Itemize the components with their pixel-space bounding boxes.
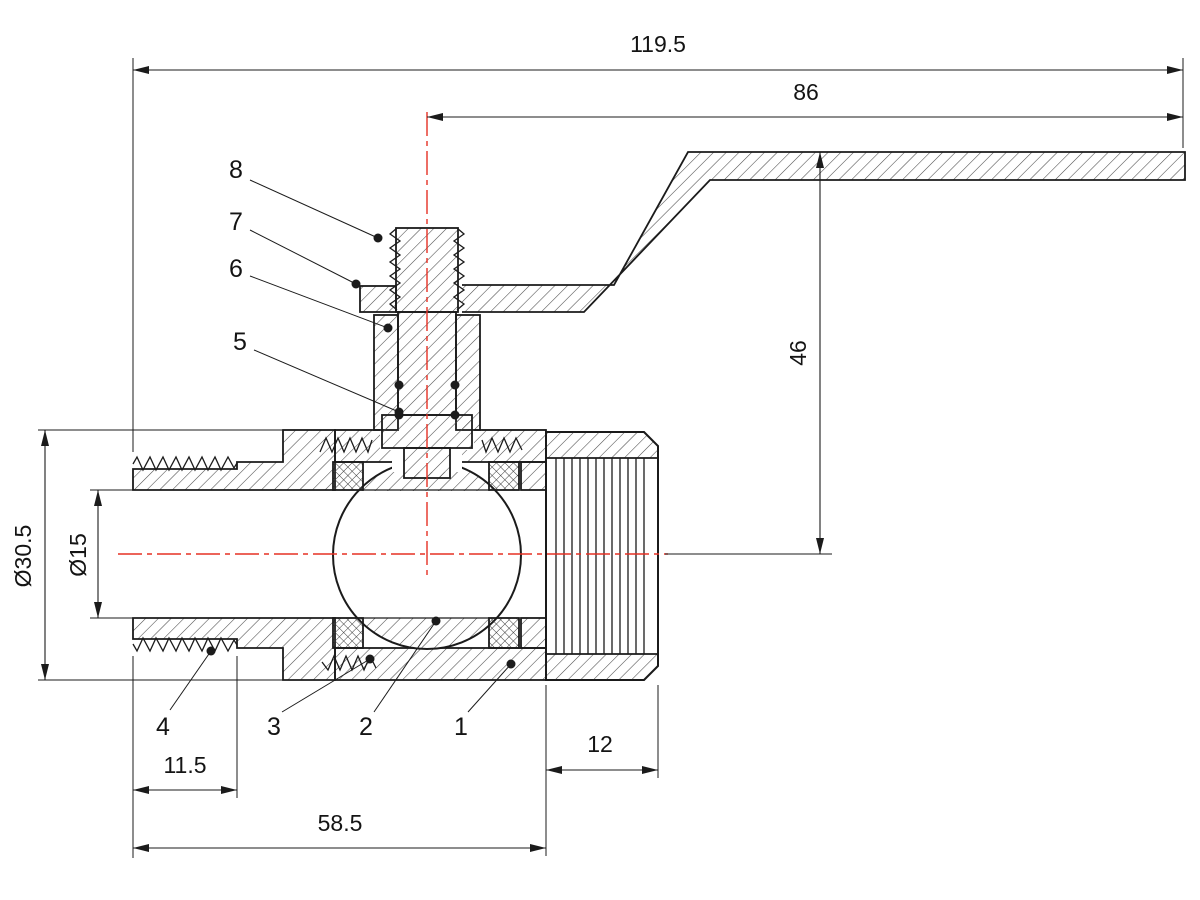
handle-body [451,151,1186,313]
arrowhead [1167,66,1183,74]
gland-nut-right [455,314,481,431]
dim-text-male-thread-length: 11.5 [163,752,206,778]
dim-text-bore-diameter: Ø15 [65,533,91,576]
female-thread-lines [555,458,645,654]
callout-6: 6 [229,255,393,333]
handle-lever [451,151,1186,313]
male-end [132,429,336,681]
arrowhead [133,786,149,794]
callout-7: 7 [229,208,361,289]
arrowhead [816,152,824,168]
dim-handle-height: 46 [665,152,832,555]
dim-overall-length: 119.5 [132,31,1184,452]
callout-number-5: 5 [233,328,247,356]
leader-dot [373,233,383,243]
arrowhead [94,602,102,618]
arrowhead [546,766,562,774]
leader-line [281,658,371,713]
callout-2: 2 [359,616,441,741]
arrowhead [133,66,149,74]
bonnet-thread-zigzag-right [481,436,523,454]
female-end-bottom-wall [545,653,659,681]
arrowhead [41,430,49,446]
dim-text-overall-length: 119.5 [630,31,686,57]
body-right-wall-top [520,461,547,491]
stem-thread-zigzag-left [388,227,402,311]
leader-dot [206,646,216,656]
body-right-wall-bottom [520,617,547,649]
callout-1: 1 [454,659,516,741]
dim-text-body-outer-diameter: Ø30.5 [10,525,36,588]
leader-dot [431,616,441,626]
dim-bore-diameter: Ø15 [65,489,133,619]
callout-8: 8 [229,156,383,243]
callout-5: 5 [233,328,404,417]
male-thread-zigzag-top [132,455,238,472]
dim-body-length: 58.5 [133,810,546,852]
male-end-top-wall [132,429,336,491]
arrowhead [1167,113,1183,121]
leader-dot [394,407,404,417]
arrowhead [816,538,824,554]
callout-number-4: 4 [156,713,170,741]
arrowhead [642,766,658,774]
dim-male-thread-length: 11.5 [132,656,238,858]
seat-top-left [332,461,364,491]
dim-body-outer-diameter: Ø30.5 [10,429,283,681]
ball-seats [332,461,520,649]
stem-oring-upper-left [394,380,404,390]
arrowhead [427,113,443,121]
callout-number-8: 8 [229,156,243,184]
arrowhead [94,490,102,506]
arrowhead [133,844,149,852]
callout-number-7: 7 [229,208,243,236]
leader-dot [383,323,393,333]
dim-text-female-thread-length: 12 [587,731,613,757]
leader-dot [351,279,361,289]
callout-number-2: 2 [359,713,373,741]
leader-line [169,650,212,711]
seat-bottom-left [332,617,364,649]
female-end-outline [545,431,659,681]
female-end [545,431,659,681]
male-thread-zigzag-bottom [132,636,238,653]
callout-3: 3 [267,654,375,741]
callout-number-3: 3 [267,713,281,741]
dim-text-body-length: 58.5 [318,810,363,836]
dim-text-handle-height: 46 [785,340,811,366]
bonnet-thread-zigzag-left [319,436,373,454]
dim-text-handle-length: 86 [793,79,819,105]
arrowhead [41,664,49,680]
leader-line [249,229,357,285]
callout-number-6: 6 [229,255,243,283]
leader-line [249,179,379,239]
leader-line [373,620,437,713]
seat-top-right [488,461,520,491]
callout-4: 4 [156,646,216,741]
leader-line [253,349,400,413]
callouts: 8 7 6 5 4 3 2 [156,156,516,741]
female-end-top-wall [545,431,659,459]
centerlines [118,112,668,580]
joint-thread-zigzag-bottom [321,654,377,672]
gland-nut-left [373,314,399,431]
stem-thread-zigzag-right [452,227,466,311]
stem-oring-upper-right [450,380,460,390]
callout-number-1: 1 [454,713,468,741]
leader-dot [365,654,375,664]
arrowhead [221,786,237,794]
arrowhead [530,844,546,852]
stem-oring-lower-right [450,410,460,420]
dim-handle-length: 86 [427,79,1183,121]
leader-line [467,663,512,713]
dim-female-thread-length: 12 [545,685,659,856]
leader-dot [506,659,516,669]
seat-bottom-right [488,617,520,649]
leader-line [249,275,389,329]
